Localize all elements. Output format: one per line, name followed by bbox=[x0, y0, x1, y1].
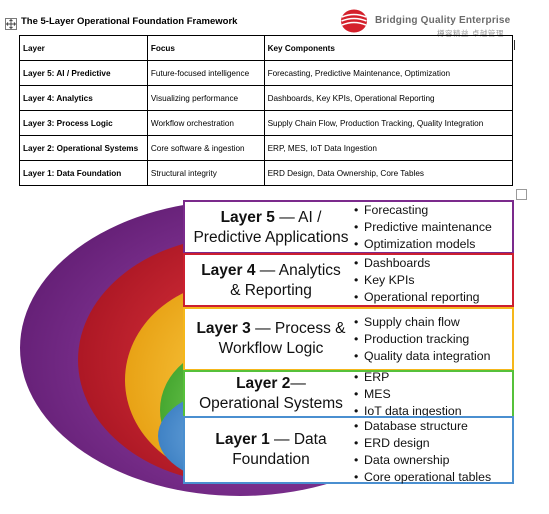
layer5-title: Layer 5 — AI / Predictive Applications bbox=[185, 208, 357, 248]
band-layer5: Layer 5 — AI / Predictive Applications F… bbox=[183, 200, 514, 254]
table-cell[interactable]: Visualizing performance bbox=[146, 85, 265, 111]
list-item: Forecasting bbox=[354, 202, 492, 219]
list-item: Optimization models bbox=[354, 236, 492, 253]
layer2-title-bold: Layer 2 bbox=[236, 375, 291, 392]
layer4-title-rest: — Analytics bbox=[255, 262, 341, 279]
table-row: Layer 5: AI / Predictive Future-focused … bbox=[19, 60, 514, 86]
list-item: Predictive maintenance bbox=[354, 219, 492, 236]
table-cell[interactable]: ERD Design, Data Ownership, Core Tables bbox=[263, 160, 514, 186]
layer4-title-bold: Layer 4 bbox=[201, 262, 256, 279]
layer2-title: Layer 2— Operational Systems bbox=[185, 374, 357, 414]
framework-table: Layer Focus Key Components Layer 5: AI /… bbox=[19, 35, 514, 186]
layer1-bullets: Database structure ERD design Data owner… bbox=[354, 418, 491, 486]
layer3-title-bold: Layer 3 bbox=[196, 320, 251, 337]
brand-logo-icon bbox=[341, 9, 367, 33]
table-row: Layer 2: Operational Systems Core softwa… bbox=[19, 135, 514, 161]
band-layer2: Layer 2— Operational Systems ERP MES IoT… bbox=[183, 369, 514, 420]
table-cell[interactable]: Layer 3: Process Logic bbox=[19, 110, 148, 136]
layer3-bullets: Supply chain flow Production tracking Qu… bbox=[354, 314, 490, 365]
move-arrows-icon bbox=[6, 19, 16, 29]
list-item: ERP bbox=[354, 369, 462, 386]
layer3-title: Layer 3 — Process & Workflow Logic bbox=[185, 319, 357, 359]
list-item: Supply chain flow bbox=[354, 314, 490, 331]
band-layer4: Layer 4 — Analytics & Reporting Dashboar… bbox=[183, 253, 514, 307]
table-cell[interactable]: Layer 1: Data Foundation bbox=[19, 160, 148, 186]
table-cell[interactable]: ERP, MES, IoT Data Ingestion bbox=[263, 135, 514, 161]
list-item: Core operational tables bbox=[354, 469, 491, 486]
list-item: Quality data integration bbox=[354, 348, 490, 365]
layer2-title-rest: — bbox=[290, 375, 306, 392]
text-cursor bbox=[514, 40, 515, 50]
header-cell[interactable]: Key Components bbox=[263, 35, 514, 61]
layer1-title-line2: Foundation bbox=[232, 451, 310, 468]
table-cell[interactable]: Structural integrity bbox=[146, 160, 265, 186]
layer5-title-bold: Layer 5 bbox=[220, 209, 275, 226]
layer4-title-line2: & Reporting bbox=[230, 282, 312, 299]
list-item: Operational reporting bbox=[354, 289, 480, 306]
list-item: Production tracking bbox=[354, 331, 490, 348]
band-layer3: Layer 3 — Process & Workflow Logic Suppl… bbox=[183, 307, 514, 371]
table-row: Layer 1: Data Foundation Structural inte… bbox=[19, 160, 514, 186]
table-cell[interactable]: Dashboards, Key KPIs, Operational Report… bbox=[263, 85, 514, 111]
list-item: Data ownership bbox=[354, 452, 491, 469]
layer1-title-bold: Layer 1 bbox=[215, 431, 270, 448]
layer3-title-rest: — Process & bbox=[250, 320, 346, 337]
layer4-title: Layer 4 — Analytics & Reporting bbox=[185, 261, 357, 301]
table-cell[interactable]: Layer 5: AI / Predictive bbox=[19, 60, 148, 86]
layer3-title-line2: Workflow Logic bbox=[218, 340, 324, 357]
list-item: Database structure bbox=[354, 418, 491, 435]
layer2-title-line2: Operational Systems bbox=[199, 395, 343, 412]
document-title: The 5-Layer Operational Foundation Frame… bbox=[21, 16, 238, 27]
layer1-title: Layer 1 — Data Foundation bbox=[185, 430, 357, 470]
list-item: Dashboards bbox=[354, 255, 480, 272]
list-item: Key KPIs bbox=[354, 272, 480, 289]
table-cell[interactable]: Future-focused intelligence bbox=[146, 60, 265, 86]
layer5-title-line2: Predictive Applications bbox=[193, 229, 349, 246]
table-move-handle[interactable] bbox=[5, 18, 17, 30]
band-layer1: Layer 1 — Data Foundation Database struc… bbox=[183, 416, 514, 486]
table-cell[interactable]: Layer 2: Operational Systems bbox=[19, 135, 148, 161]
list-item: ERD design bbox=[354, 435, 491, 452]
list-item: MES bbox=[354, 386, 462, 403]
layer5-bullets: Forecasting Predictive maintenance Optim… bbox=[354, 202, 492, 253]
layer5-title-rest: — AI / bbox=[274, 209, 322, 226]
table-cell[interactable]: Core software & ingestion bbox=[146, 135, 265, 161]
layout-options-box[interactable] bbox=[516, 189, 527, 200]
brand-tagline: 樽容精益 卓越管理 bbox=[437, 29, 504, 38]
list-item: IoT data ingestion bbox=[354, 403, 462, 420]
layer2-bullets: ERP MES IoT data ingestion bbox=[354, 369, 462, 420]
layer1-title-rest: — Data bbox=[269, 431, 327, 448]
layer4-bullets: Dashboards Key KPIs Operational reportin… bbox=[354, 255, 480, 306]
table-cell[interactable]: Forecasting, Predictive Maintenance, Opt… bbox=[263, 60, 514, 86]
brand-name: Bridging Quality Enterprise bbox=[375, 15, 511, 26]
